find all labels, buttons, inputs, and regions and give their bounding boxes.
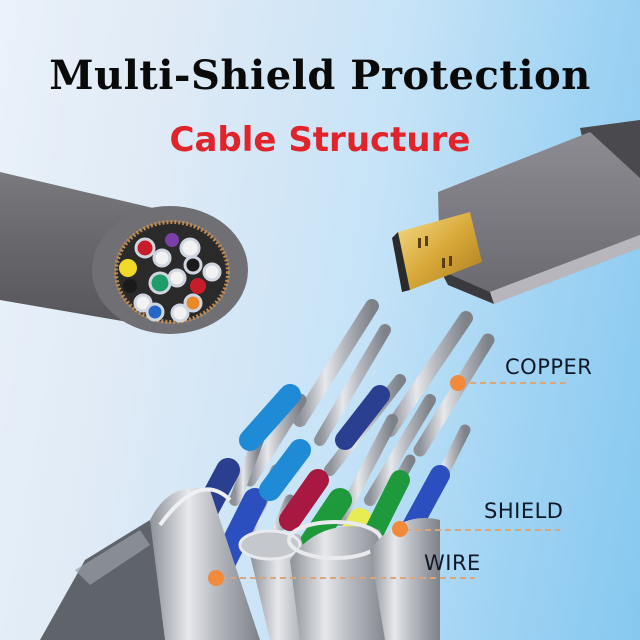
cable-cross-section (0, 172, 248, 334)
annotation-leaders (208, 375, 570, 586)
page-title: Multi-Shield Protection (49, 52, 591, 99)
mini-hdmi-connector (392, 120, 640, 304)
shield-label: SHIELD (484, 499, 564, 523)
wire-bundle (40, 299, 495, 640)
wire-marker-icon (208, 570, 224, 586)
shield-marker-icon (392, 521, 408, 537)
copper-marker-icon (450, 375, 466, 391)
wire-label: WIRE (424, 551, 481, 575)
copper-label: COPPER (505, 355, 593, 379)
page-subtitle: Cable Structure (169, 120, 471, 160)
